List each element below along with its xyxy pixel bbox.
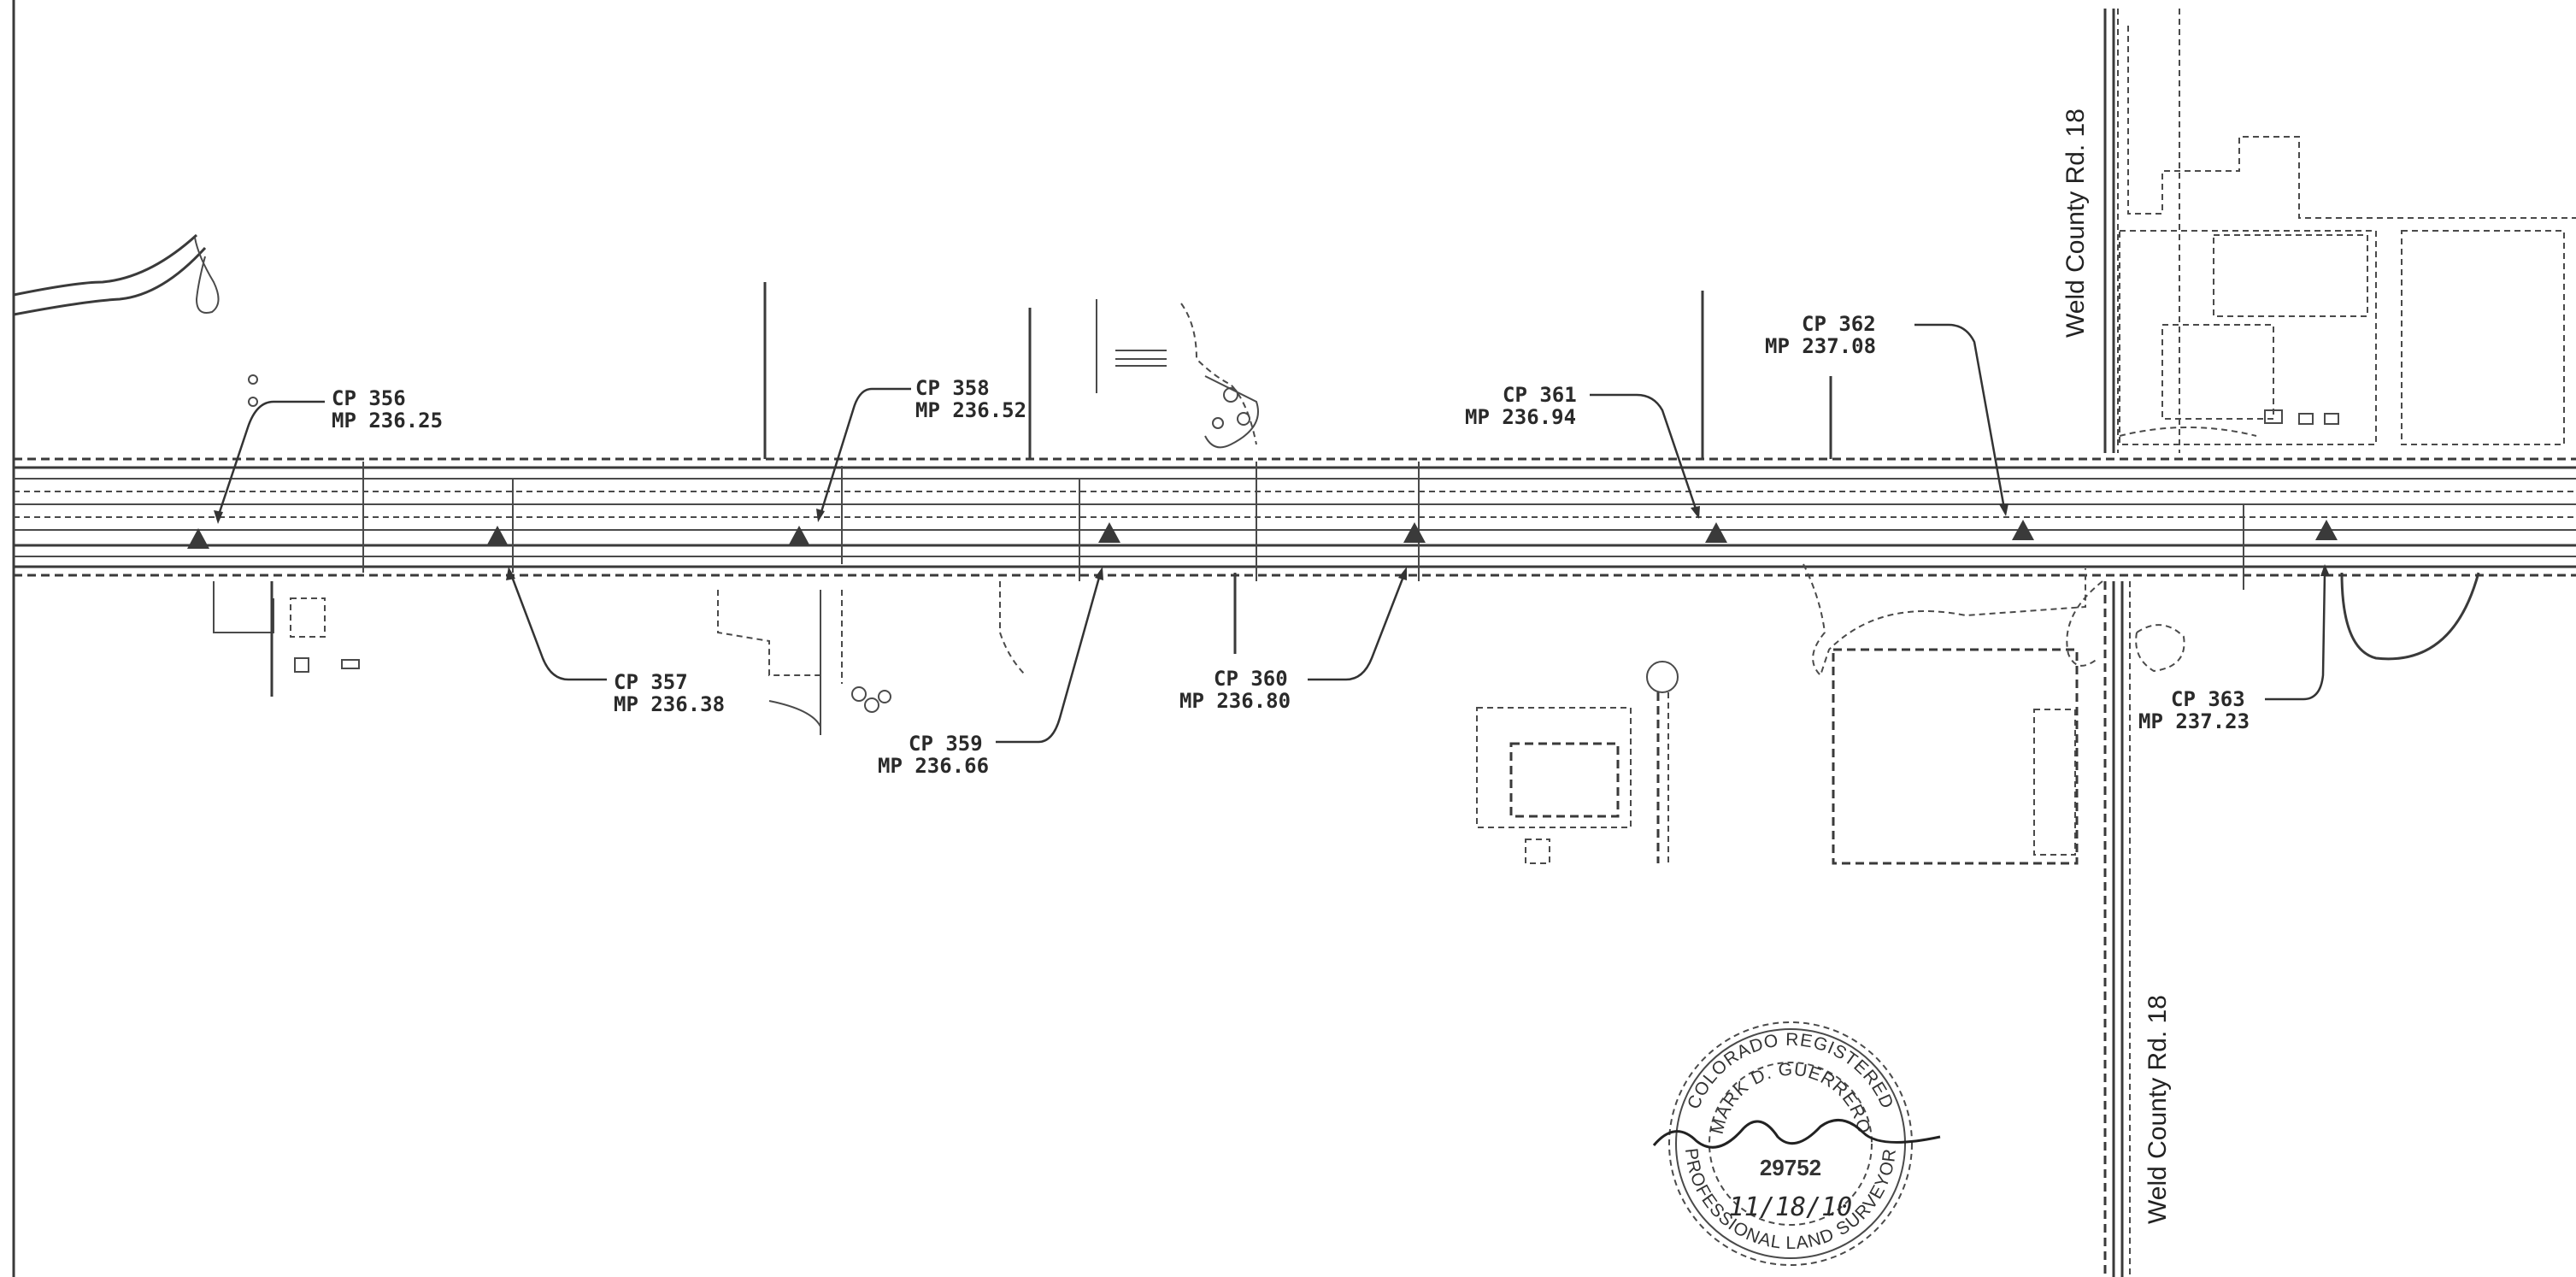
ramp-top-left [13,233,258,407]
cp-361-label: CP 361 [1503,383,1577,407]
development-south-right [1803,563,2480,865]
cp-362-label: CP 362 [1802,312,1876,336]
control-point-markers [187,520,2338,549]
cp-356-marker [187,528,209,549]
cp-358-label: CP 358 [915,376,990,400]
road-label-bottom: Weld County Rd. 18 [2144,995,2172,1224]
utility-lines [362,9,2244,654]
cp-363-label: CP 363 [2171,687,2245,711]
mp-360-label: MP 236.80 [1179,689,1291,713]
mp-356-label: MP 236.25 [332,409,443,433]
cp-363-marker [2315,520,2338,540]
cp-360-marker [1403,522,1426,543]
mp-361-label: MP 236.94 [1465,405,1576,429]
seal-name-text: MARK D. GUERRERO [1708,1060,1874,1136]
development-south-left [213,581,1026,735]
highway-corridor [14,457,2576,577]
seal-license-number: 29752 [1760,1155,1821,1180]
control-point-labels: CP 356 MP 236.25 CP 357 MP 236.38 CP 358… [332,312,2250,778]
cp-359-marker [1098,522,1120,543]
development-northeast [2119,26,2576,445]
cp-358-marker [788,526,810,546]
cp-357-label: CP 357 [614,670,688,694]
mp-359-label: MP 236.66 [878,754,989,778]
development-south-center [1476,661,1679,864]
mp-362-label: MP 237.08 [1765,334,1876,358]
road-label-top: Weld County Rd. 18 [2061,109,2090,338]
cp-362-marker [2012,520,2034,540]
seal-date: 11/18/10 [1729,1192,1853,1222]
leader-lines [214,323,2330,744]
weld-county-rd-18 [2103,9,2131,1277]
cp-356-label: CP 356 [332,386,406,410]
surveyor-seal: COLORADO REGISTERED MARK D. GUERRERO PRO… [1652,1021,1941,1266]
development-north-center [1115,303,1259,449]
mp-358-label: MP 236.52 [915,398,1026,422]
cp-360-label: CP 360 [1214,667,1288,691]
mp-357-label: MP 236.38 [614,692,725,716]
mp-363-label: MP 237.23 [2138,709,2250,733]
cp-357-marker [486,526,509,546]
signature [1652,1119,1941,1149]
cp-361-marker [1705,522,1727,543]
cp-359-label: CP 359 [909,732,983,756]
